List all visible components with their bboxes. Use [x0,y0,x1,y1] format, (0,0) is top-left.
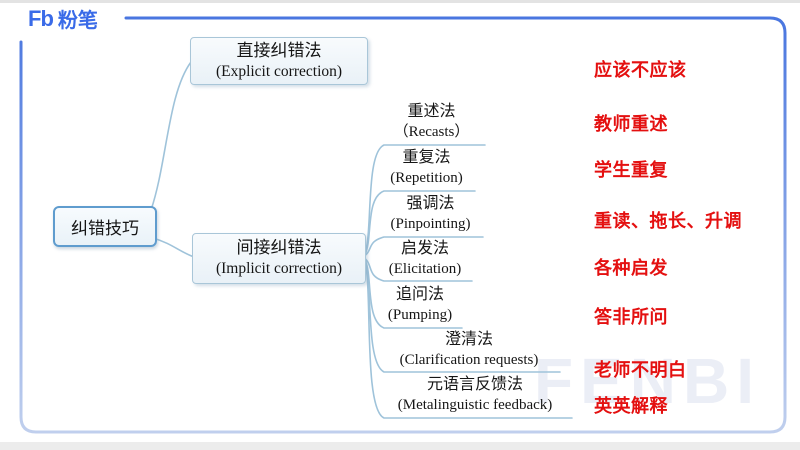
top-gray-strip [0,0,800,3]
annotation-elicitation: 各种启发 [594,258,668,278]
branch-implicit-zh: 间接纠错法 [236,238,322,257]
root-node-label: 纠错技巧 [71,219,139,238]
leaf-pumping-zh: 追问法 [395,286,444,303]
annotation-pumping: 答非所问 [594,307,668,327]
leaf-pinpointing-en: (Pinpointing) [390,216,471,232]
leaf-recasts-zh: 重述法 [407,103,456,120]
fenbi-logo-icon: Fb [28,5,54,31]
leaf-elicitation-en: (Elicitation) [388,261,462,277]
leaf-elicitation: 启发法 (Elicitation) [378,238,472,279]
leaf-pumping: 追问法 (Pumping) [378,284,462,325]
leaf-repetition: 重复法 (Repetition) [378,147,475,188]
leaf-recasts: 重述法 （Recasts） [378,101,485,142]
leaf-metalinguistic-en: (Metalinguistic feedback) [397,397,553,413]
bottom-gray-strip [0,442,800,450]
annotation-explicit: 应该不应该 [594,60,687,80]
wire-root-direct [150,61,192,211]
leaf-repetition-zh: 重复法 [402,149,451,166]
fenbi-logo-text: 粉笔 [57,10,98,32]
branch-explicit-en: (Explicit correction) [215,63,343,80]
leaf-elicitation-zh: 启发法 [400,240,449,257]
leaf-metalinguistic-feedback: 元语言反馈法 (Metalinguistic feedback) [378,374,572,415]
branch-explicit-correction: 直接纠错法 (Explicit correction) [190,37,368,85]
annotation-repetition: 学生重复 [594,160,668,180]
leaf-pinpointing-zh: 强调法 [406,195,455,212]
leaf-clarification-en: (Clarification requests) [399,352,539,368]
annotation-clarification: 老师不明白 [594,360,687,380]
wire-leaf-metalinguistic [362,256,573,419]
fenbi-logo: Fb 粉笔 [28,4,98,33]
root-node: 纠错技巧 [53,206,157,247]
wire-root-indirect [152,237,195,258]
wire-leaf-repetition [362,190,476,258]
leaf-repetition-en: (Repetition) [390,170,463,186]
branch-implicit-en: (Implicit correction) [215,260,343,277]
annotation-pinpointing: 重读、拖长、升调 [594,211,742,231]
annotation-recasts: 教师重述 [594,114,668,134]
leaf-clarification-requests: 澄清法 (Clarification requests) [378,329,560,370]
fenbi-watermark: FENBI [534,345,761,417]
branch-implicit-correction: 间接纠错法 (Implicit correction) [192,233,366,284]
leaf-recasts-en: （Recasts） [393,124,470,140]
branch-explicit-zh: 直接纠错法 [236,41,322,60]
slide-frame [19,16,787,434]
leaf-pinpointing: 强调法 (Pinpointing) [378,193,483,234]
leaf-pumping-en: (Pumping) [387,307,453,323]
leaf-clarification-zh: 澄清法 [444,331,493,348]
leaf-metalinguistic-zh: 元语言反馈法 [426,376,523,393]
wire-leaf-recasts [362,144,486,258]
annotation-metalinguistic: 英英解释 [594,396,668,416]
